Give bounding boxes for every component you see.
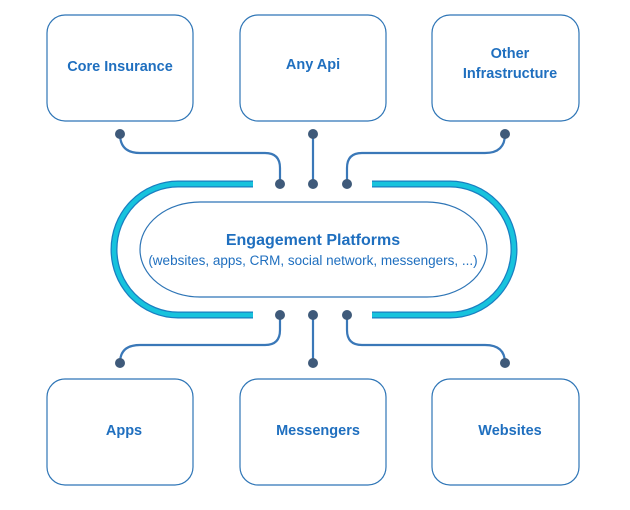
- dot: [115, 129, 125, 139]
- node-apps[interactable]: Apps: [46, 378, 194, 486]
- dot: [308, 358, 318, 368]
- hub-subtitle: (websites, apps, CRM, social network, me…: [148, 253, 477, 268]
- dot: [115, 358, 125, 368]
- node-websites[interactable]: Websites: [431, 378, 580, 486]
- dot: [500, 358, 510, 368]
- node-core-insurance[interactable]: Core Insurance: [46, 14, 194, 122]
- node-label: Any Api: [286, 57, 340, 73]
- node-label: Apps: [106, 423, 142, 439]
- dot: [342, 179, 352, 189]
- connector-websites: [345, 315, 507, 364]
- node-any-api[interactable]: Any Api: [239, 14, 387, 122]
- connector-core-insurance: [118, 133, 282, 184]
- node-other-infrastructure[interactable]: Other Infrastructure: [431, 14, 580, 122]
- node-label: Core Insurance: [67, 59, 173, 75]
- top-connectors: [118, 133, 507, 184]
- dot: [500, 129, 510, 139]
- node-label: Infrastructure: [463, 66, 557, 82]
- outer-track: [110, 180, 518, 319]
- dot: [275, 179, 285, 189]
- node-messengers[interactable]: Messengers: [239, 378, 387, 486]
- node-label: Websites: [478, 423, 541, 439]
- dot: [308, 179, 318, 189]
- node-label: Messengers: [276, 423, 360, 439]
- node-label: Other: [491, 46, 530, 62]
- hub-title: Engagement Platforms: [226, 232, 400, 249]
- dot: [275, 310, 285, 320]
- dot: [308, 310, 318, 320]
- connector-other-infrastructure: [345, 133, 507, 184]
- hub-ellipse[interactable]: [139, 201, 488, 298]
- bottom-connectors: [118, 315, 507, 364]
- connector-dots: [115, 129, 510, 368]
- dot: [342, 310, 352, 320]
- dot: [308, 129, 318, 139]
- connector-apps: [118, 315, 282, 364]
